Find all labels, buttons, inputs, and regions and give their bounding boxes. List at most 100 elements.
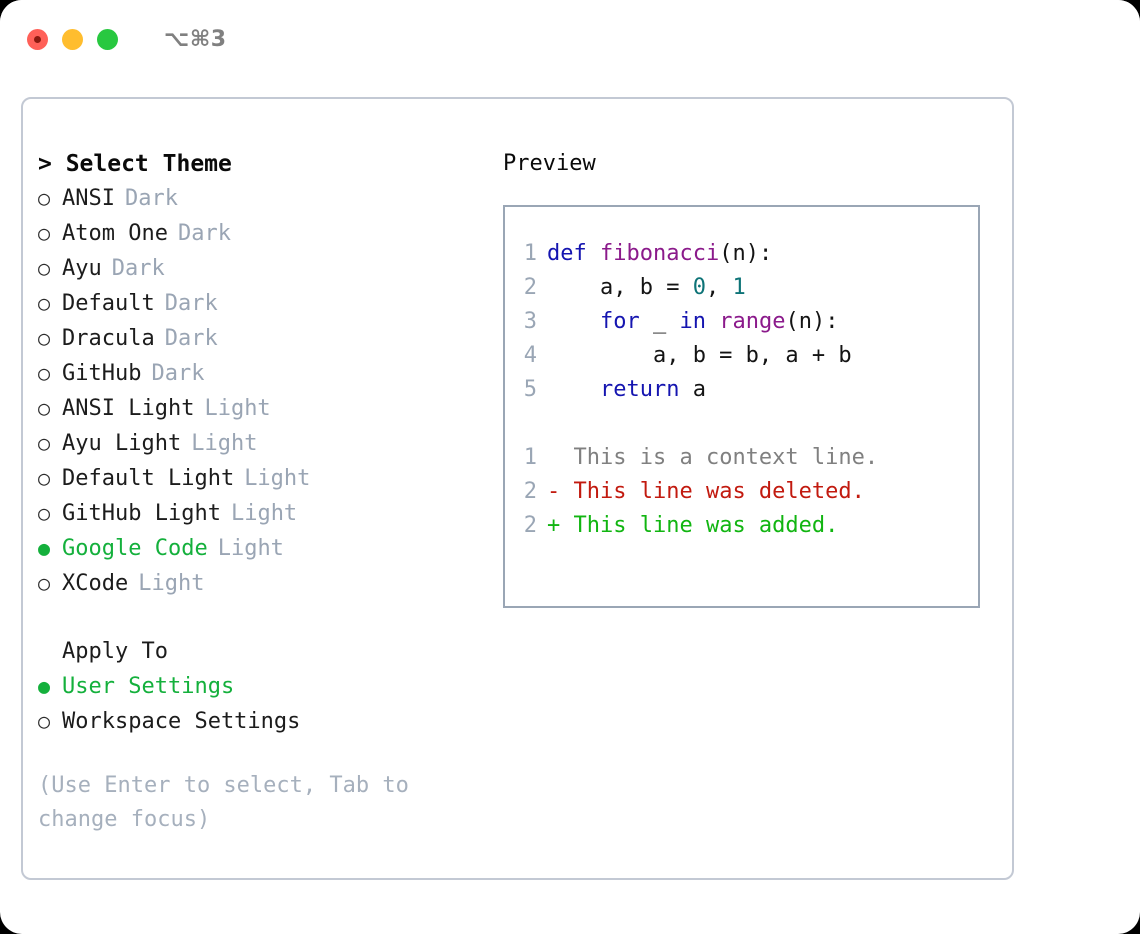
- code-token-pl: ,: [705, 275, 733, 300]
- theme-option-xcode[interactable]: ○ XCode Light: [38, 566, 488, 601]
- radio-unselected-icon: ○: [38, 571, 51, 595]
- theme-option-tag: Dark: [164, 326, 218, 351]
- diff-line: 2- This line was deleted.: [505, 475, 978, 509]
- code-token-kw: in: [679, 309, 706, 334]
- apply-to-list[interactable]: ● User Settings ○ Workspace Settings: [38, 669, 488, 739]
- radio-selected-icon: ●: [38, 674, 51, 698]
- code-token-num: 1: [732, 275, 746, 300]
- diff-marker: +: [547, 513, 574, 538]
- theme-option-label: Ayu: [62, 256, 102, 281]
- code-token-kw: for: [599, 309, 640, 334]
- code-line: 3 for _ in range(n):: [505, 305, 978, 339]
- close-button[interactable]: [27, 28, 48, 50]
- code-line-content: for _ in range(n):: [547, 305, 838, 339]
- preview-heading: Preview: [503, 151, 596, 176]
- theme-option-tag: Light: [244, 466, 311, 491]
- theme-option-tag: Dark: [124, 186, 178, 211]
- theme-option-default-light[interactable]: ○ Default Light Light: [38, 461, 488, 496]
- theme-option-tag: Light: [217, 536, 284, 561]
- theme-option-label: ANSI: [62, 186, 115, 211]
- maximize-button[interactable]: [97, 28, 118, 50]
- code-token-pl: (n):: [719, 241, 773, 266]
- apply-to-option-label: Workspace Settings: [62, 709, 301, 734]
- theme-option-tag: Light: [138, 571, 205, 596]
- code-token-pl: _: [639, 309, 680, 334]
- diff-marker: [547, 441, 574, 475]
- line-number: 2: [523, 513, 537, 538]
- code-token-kw: return: [599, 377, 680, 402]
- theme-option-ayu-light[interactable]: ○ Ayu Light Light: [38, 426, 488, 461]
- code-line: 2 a, b = 0, 1: [505, 271, 978, 305]
- radio-unselected-icon: ○: [38, 709, 51, 733]
- theme-option-label: Default Light: [62, 466, 235, 491]
- theme-option-label: GitHub Light: [62, 501, 221, 526]
- diff-line-content: This line was deleted.: [573, 479, 865, 504]
- code-line: 4 a, b = b, a + b: [505, 339, 978, 373]
- title-bar: ⌥⌘3: [0, 0, 1140, 78]
- theme-option-tag: Dark: [111, 256, 165, 281]
- keyboard-shortcut-label: ⌥⌘3: [164, 26, 227, 52]
- minimize-button[interactable]: [62, 28, 83, 50]
- code-token-pl: a, b =: [547, 275, 693, 300]
- theme-option-tag: Light: [191, 431, 258, 456]
- code-token-fn: range: [719, 309, 786, 334]
- code-token-fn: fibonacci: [599, 241, 720, 266]
- theme-option-ayu[interactable]: ○ Ayu Dark: [38, 251, 488, 286]
- code-line-content: a, b = b, a + b: [547, 339, 852, 373]
- theme-option-label: Ayu Light: [62, 431, 182, 456]
- apply-to-option-user-settings[interactable]: ● User Settings: [38, 669, 488, 704]
- select-theme-heading: > Select Theme: [38, 151, 232, 177]
- code-token-num: 0: [692, 275, 706, 300]
- diff-line-content: This is a context line.: [573, 445, 879, 470]
- radio-unselected-icon: ○: [38, 466, 51, 490]
- radio-unselected-icon: ○: [38, 221, 51, 245]
- theme-option-tag: Dark: [151, 361, 205, 386]
- line-number: 5: [523, 377, 537, 402]
- line-number: 4: [523, 343, 537, 368]
- code-line: 5 return a: [505, 373, 978, 407]
- code-line: 1 def fibonacci(n):: [505, 237, 978, 271]
- apply-to-option-workspace-settings[interactable]: ○ Workspace Settings: [38, 704, 488, 739]
- line-number: 2: [523, 479, 537, 504]
- theme-option-github-light[interactable]: ○ GitHub Light Light: [38, 496, 488, 531]
- code-token-pl: [547, 377, 600, 402]
- apply-to-heading: Apply To: [62, 639, 168, 664]
- theme-option-ansi-light[interactable]: ○ ANSI Light Light: [38, 391, 488, 426]
- theme-option-label: Atom One: [62, 221, 168, 246]
- line-number: 2: [523, 275, 537, 300]
- code-line-content: def fibonacci(n):: [547, 237, 772, 271]
- radio-unselected-icon: ○: [38, 501, 51, 525]
- apply-to-option-label: User Settings: [62, 674, 235, 699]
- code-token-pl: a, b = b, a + b: [547, 343, 852, 368]
- code-token-pl: a: [679, 377, 706, 402]
- diff-line-content: This line was added.: [573, 513, 839, 538]
- keyboard-hint-text: (Use Enter to select, Tab to change focu…: [38, 773, 409, 832]
- line-number: 1: [523, 241, 537, 266]
- radio-unselected-icon: ○: [38, 291, 51, 315]
- radio-unselected-icon: ○: [38, 431, 51, 455]
- theme-option-label: ANSI Light: [62, 396, 195, 421]
- radio-unselected-icon: ○: [38, 256, 51, 280]
- theme-option-tag: Light: [230, 501, 298, 526]
- radio-unselected-icon: ○: [38, 396, 51, 420]
- line-number: 1: [523, 445, 537, 470]
- code-diff-separator: [505, 407, 978, 441]
- theme-option-tag: Light: [204, 396, 271, 421]
- theme-option-label: Dracula: [62, 326, 155, 351]
- theme-option-label: XCode: [62, 571, 129, 596]
- diff-line: 2 + This line was added.: [505, 509, 978, 543]
- code-token-pl: [547, 309, 600, 334]
- theme-option-label: Default: [62, 291, 155, 316]
